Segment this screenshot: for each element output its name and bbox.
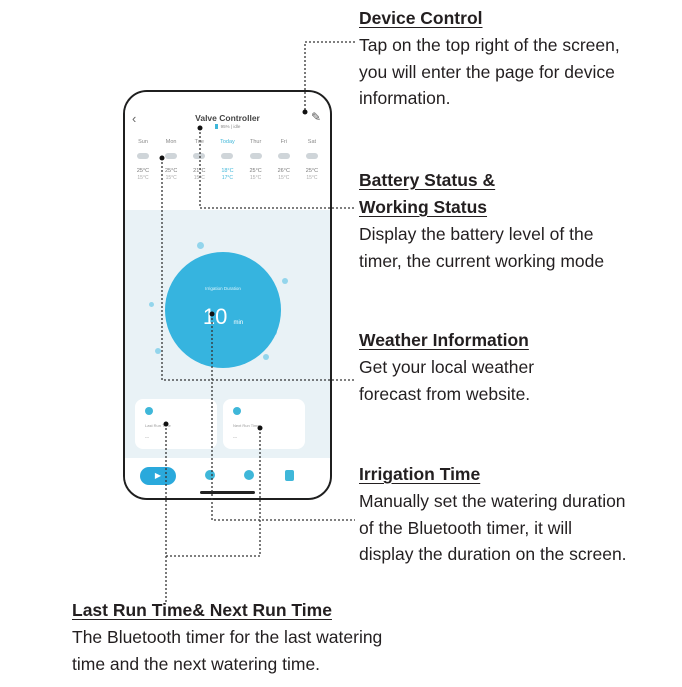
document-icon[interactable] (285, 470, 294, 481)
battery-status: 95% | idle (125, 124, 330, 130)
day-high: 25°C (136, 168, 150, 174)
battery-icon (214, 124, 218, 130)
bubble-decoration (263, 354, 269, 360)
battery-status-heading: Battery Status & (359, 170, 496, 190)
day-low: 15°C (306, 175, 318, 181)
day-label: Mon (165, 139, 177, 145)
day-low: 15°C (137, 175, 149, 181)
cloud-icon (277, 153, 290, 159)
cloud-icon (305, 153, 318, 159)
last-next-run-note: Last Run Time& Next Run Time The Bluetoo… (72, 597, 382, 677)
day-label: Tue (194, 139, 204, 145)
device-control-heading: Device Control (359, 8, 483, 28)
weather-heading: Weather Information (359, 330, 529, 350)
day-high: 26°C (277, 168, 290, 174)
battery-status-line: Display the battery level of the (359, 224, 594, 244)
irrigation-duration-value: 10 min (165, 304, 281, 330)
irrigation-line: display the duration on the screen. (359, 544, 627, 564)
duration-unit: min (233, 320, 244, 326)
day-high: 25°C (305, 168, 319, 174)
cloud-icon (249, 153, 262, 159)
last-run-card: Last Run Time --- (135, 399, 217, 449)
status-text: 95% | idle (220, 124, 241, 129)
last-next-run-heading: Last Run Time& Next Run Time (72, 600, 332, 620)
day-low: 15°C (165, 175, 177, 181)
cloud-icon (137, 153, 149, 159)
bubble-decoration (149, 302, 154, 307)
day-high: 21°C (193, 168, 206, 174)
next-run-card: Next Run Time --- (223, 399, 305, 449)
bubble-decoration (197, 242, 204, 249)
irrigation-line: Manually set the watering duration (359, 491, 626, 511)
next-run-value: --- (233, 434, 237, 439)
device-control-note: Device Control Tap on the top right of t… (359, 5, 620, 112)
device-control-line: information. (359, 88, 451, 108)
irrigation-note: Irrigation Time Manually set the waterin… (359, 461, 627, 568)
day-label: Today (220, 139, 235, 145)
last-run-label: Last Run Time (145, 423, 171, 428)
cloud-icon (165, 153, 178, 159)
last-run-value: --- (145, 434, 149, 439)
alarm-clock-icon[interactable] (244, 470, 254, 480)
edit-icon[interactable]: ✎ (310, 110, 321, 124)
duration-number: 10 (202, 304, 228, 329)
day-low: 15°C (193, 175, 205, 181)
battery-status-line: timer, the current working mode (359, 250, 605, 271)
day-label: Fri (280, 139, 287, 145)
device-control-line: Tap on the top right of the screen, (359, 35, 620, 55)
leaf-icon[interactable] (205, 470, 215, 480)
day-low: 15°C (250, 175, 262, 181)
bubble-decoration (155, 348, 161, 354)
weather-note: Weather Information Get your local weath… (359, 327, 534, 407)
working-status-heading: Working Status (359, 197, 488, 217)
day-low: 17°C (221, 175, 234, 181)
battery-status-note: Battery Status & Working Status Display … (359, 167, 604, 274)
bubble-decoration (282, 278, 288, 284)
day-high: 25°C (249, 168, 262, 174)
weather-line: forecast from website. (359, 383, 531, 404)
day-label: Sun (138, 139, 148, 145)
device-control-line: you will enter the page for device (359, 61, 615, 82)
back-arrow-icon[interactable]: ‹ (132, 111, 137, 126)
cloud-icon (193, 153, 206, 159)
irrigation-line: of the Bluetooth timer, it will (359, 517, 573, 538)
weather-line: Get your local weather (359, 357, 535, 377)
day-low: 15°C (278, 175, 290, 181)
last-next-run-line: time and the next watering time. (72, 653, 321, 674)
bottom-nav: ▶ (125, 458, 330, 498)
cloud-icon (221, 153, 234, 159)
day-label: Sat (307, 139, 317, 145)
irrigation-duration-label: Irrigation Duration (205, 286, 241, 291)
day-high: 18°C (221, 168, 234, 174)
irrigation-duration-dial[interactable]: Irrigation Duration 10 min (165, 252, 281, 368)
play-button[interactable]: ▶ (140, 467, 176, 485)
day-label: Thur (249, 139, 262, 145)
clock-icon (233, 407, 241, 415)
last-next-run-line: The Bluetooth timer for the last waterin… (72, 627, 383, 647)
next-run-label: Next Run Time (233, 423, 260, 428)
day-high: 25°C (165, 168, 178, 174)
app-title: Valve Controller (195, 113, 260, 123)
irrigation-heading: Irrigation Time (359, 464, 481, 484)
home-indicator (200, 491, 255, 494)
clock-icon (145, 407, 153, 415)
